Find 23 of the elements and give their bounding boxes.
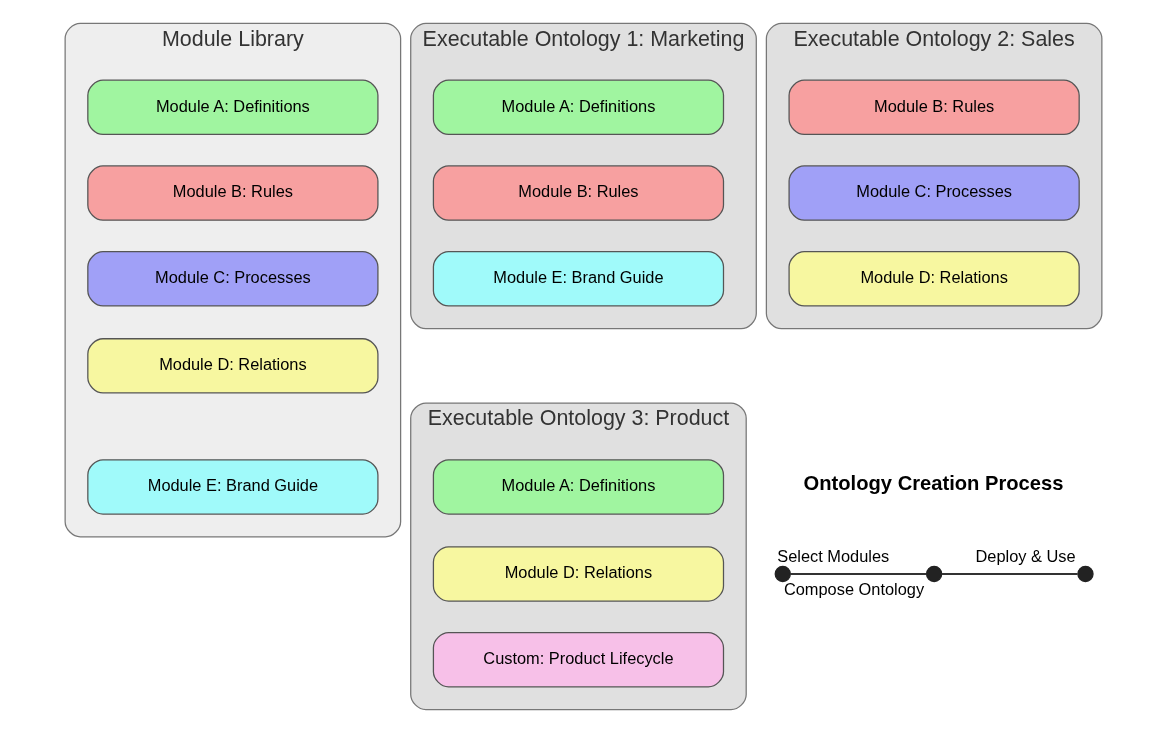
node-label: Select Modules: [777, 546, 890, 565]
node-box: Module B: Rules: [788, 79, 1080, 136]
connector: [789, 573, 928, 575]
node-circle: [774, 565, 791, 583]
node-box: Module B: Rules: [432, 165, 725, 221]
node-box: Module C: Processes: [87, 251, 379, 307]
node-box: Module B: Rules: [87, 165, 379, 221]
node-box: Module C: Processes: [788, 165, 1080, 221]
node-box: Module A: Definitions: [87, 79, 379, 136]
node-circle: [925, 565, 943, 583]
node-box: Module A: Definitions: [432, 79, 725, 136]
node-box: Module D: Relations: [87, 338, 379, 394]
node-label: Compose Ontology: [783, 579, 925, 598]
node-box: Module A: Definitions: [432, 459, 725, 515]
node-box: Module E: Brand Guide: [87, 459, 379, 515]
node-circle: [1077, 565, 1094, 583]
label: Ontology Creation Process: [803, 472, 1064, 495]
node-box: Module D: Relations: [788, 251, 1080, 307]
node-box: Custom: Product Lifecycle: [432, 632, 725, 688]
node-box: Module D: Relations: [432, 546, 725, 602]
node-label: Deploy & Use: [975, 546, 1076, 565]
connector: [940, 573, 1079, 575]
node-box: Module E: Brand Guide: [432, 251, 725, 307]
